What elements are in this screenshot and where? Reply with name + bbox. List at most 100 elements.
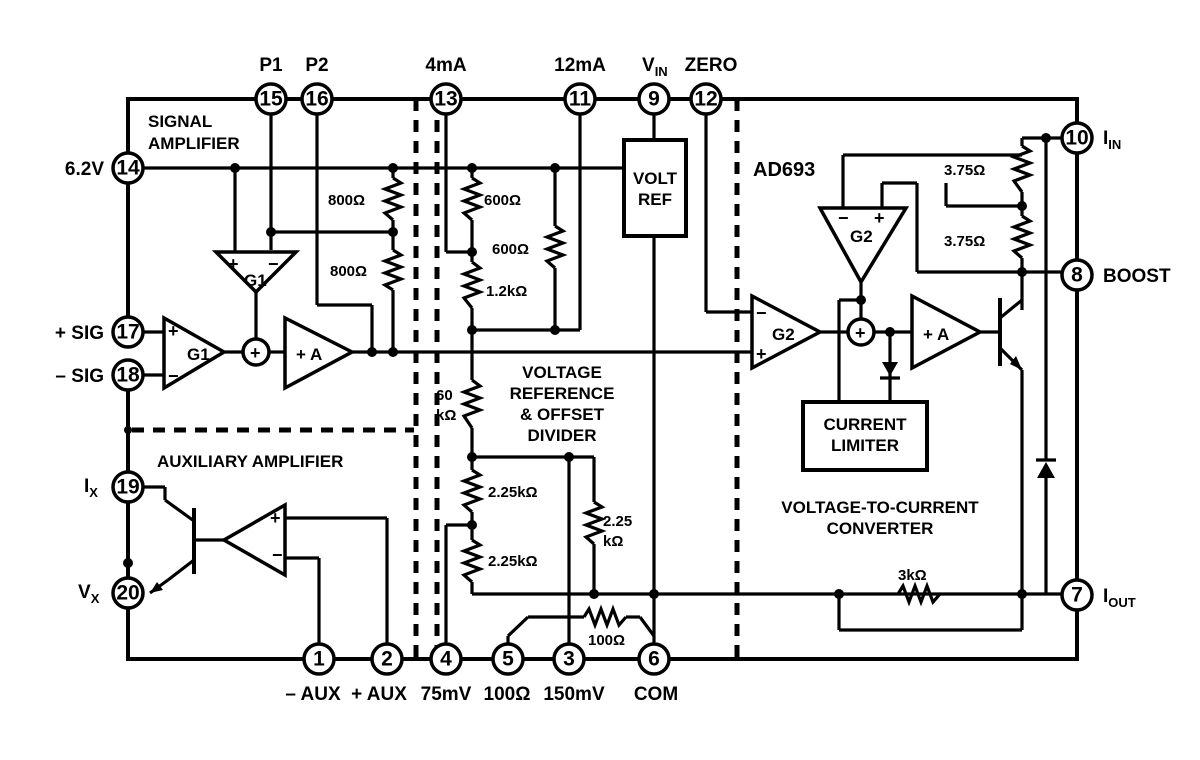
pin-17: 17 [111,315,145,349]
resistor-600b [542,224,568,270]
converter-wiring [704,114,1062,632]
svg-text:12: 12 [694,88,717,111]
pin-4: 4 [429,642,463,676]
amplifiers [162,206,984,579]
resistors [380,144,1035,630]
svg-text:6: 6 [648,648,660,671]
resistor-60k [459,378,485,429]
resistor-800b [380,248,406,292]
voltage-reference-label-4: DIVIDER [528,426,597,445]
g1-amplifier [162,314,228,392]
resistor-2-25k-b [459,538,485,584]
label-60: 60 [436,387,453,404]
a-converter-amplifier [910,293,984,371]
label-2-25k-c: kΩ [603,533,623,550]
reference-wiring [444,114,1062,644]
pin-1: 1 [302,642,336,676]
diodes [880,362,1056,478]
pin-6: 6 [637,642,671,676]
label-60k: kΩ [436,407,456,424]
label-1-2k: 1.2kΩ [486,283,527,300]
pin-label-minus-aux: – AUX [285,684,341,705]
g2-top-minus: − [838,208,849,228]
aux-amplifier [220,501,287,579]
pin-19: 19 [111,470,145,504]
svg-text:13: 13 [434,88,457,111]
pin-label-ix: IX [84,476,98,500]
g1-label: G1 [187,345,210,364]
diode-output [1037,462,1055,478]
volt-ref-label-2: REF [638,190,672,209]
pin-label-100ohm: 100Ω [484,684,531,705]
resistor-800a [380,176,406,222]
pin-label-p1: P1 [259,55,283,76]
svg-text:3: 3 [563,648,575,671]
g2-amplifier [750,293,824,371]
g2-plus: + [756,344,767,364]
pin-8: 8 [1060,258,1094,292]
pin-14: 14 [111,151,145,185]
svg-text:17: 17 [116,321,139,344]
svg-text:14: 14 [116,157,140,180]
block-labels: SIGNAL AMPLIFIER AUXILIARY AMPLIFIER VOL… [148,112,979,538]
pin-label-iout: IOUT [1103,586,1136,610]
label-600b: 600Ω [492,241,529,258]
label-2-25: 2.25 [603,513,632,530]
g1-top-amplifier [211,250,301,295]
a-label: + A [296,345,322,364]
label-100: 100Ω [588,632,625,649]
g1-minus: − [168,366,179,386]
resistor-3k [896,581,942,607]
current-limiter-box [801,400,929,472]
v-to-i-label-1: VOLTAGE-TO-CURRENT [781,498,979,517]
resistor-2-25k-a [459,468,485,514]
svg-text:15: 15 [259,88,283,111]
svg-text:7: 7 [1071,584,1083,607]
svg-text:11: 11 [569,88,592,111]
svg-text:9: 9 [648,88,660,111]
g2-minus: − [756,303,767,323]
aux-minus: − [272,545,283,565]
resistor-100 [582,604,628,630]
signal-amplifier-label-1: SIGNAL [148,112,212,131]
pin-label-4ma: 4mA [425,55,466,76]
pin-label-12ma: 12mA [554,55,606,76]
pin-label-150mv: 150mV [543,684,605,705]
pin-16: 16 [300,82,334,116]
pin-label-vx: VX [78,582,100,606]
resistor-3-75a [1009,144,1035,193]
svg-text:2: 2 [381,648,393,671]
current-limiter-label-2: LIMITER [831,436,899,455]
pin-label-minus-sig: – SIG [55,366,104,387]
pin-label-6-2v: 6.2V [65,159,104,180]
resistor-3-75b [1009,214,1035,260]
pin-label-vin: VIN [642,55,668,79]
transistors [150,298,1024,593]
voltage-reference-label-3: & OFFSET [520,405,605,424]
sum-plus-right: + [855,323,866,343]
svg-text:16: 16 [305,88,328,111]
pin-label-75mv: 75mV [421,684,472,705]
voltage-reference-label-1: VOLTAGE [522,363,602,382]
a-amplifier [283,315,356,391]
resistor-2-25k-c [581,500,607,546]
pin-labels: P1 P2 4mA 12mA VIN ZERO 6.2V + SIG – SIG… [55,55,1171,705]
pin-15: 15 [254,82,288,116]
resistor-labels: 800Ω 800Ω 600Ω 600Ω 1.2kΩ 60 kΩ 2.25kΩ 2… [328,162,985,649]
g1-top-label: G1 [244,271,267,290]
svg-text:20: 20 [116,582,139,605]
pin-12: 12 [689,82,723,116]
svg-text:1: 1 [313,648,325,671]
pin-3: 3 [552,642,586,676]
svg-text:8: 8 [1071,264,1083,287]
pin-20: 20 [111,576,145,610]
pin-10: 10 [1060,121,1094,155]
g1-plus: + [168,321,179,341]
pins: 15 16 13 11 9 12 14 17 18 19 20 1 2 4 5 … [111,82,1094,676]
pin-13: 13 [429,82,463,116]
chip-name: AD693 [753,159,815,181]
svg-text:19: 19 [116,476,139,499]
pin-label-boost: BOOST [1103,266,1171,287]
sum-plus-left: + [250,343,261,363]
